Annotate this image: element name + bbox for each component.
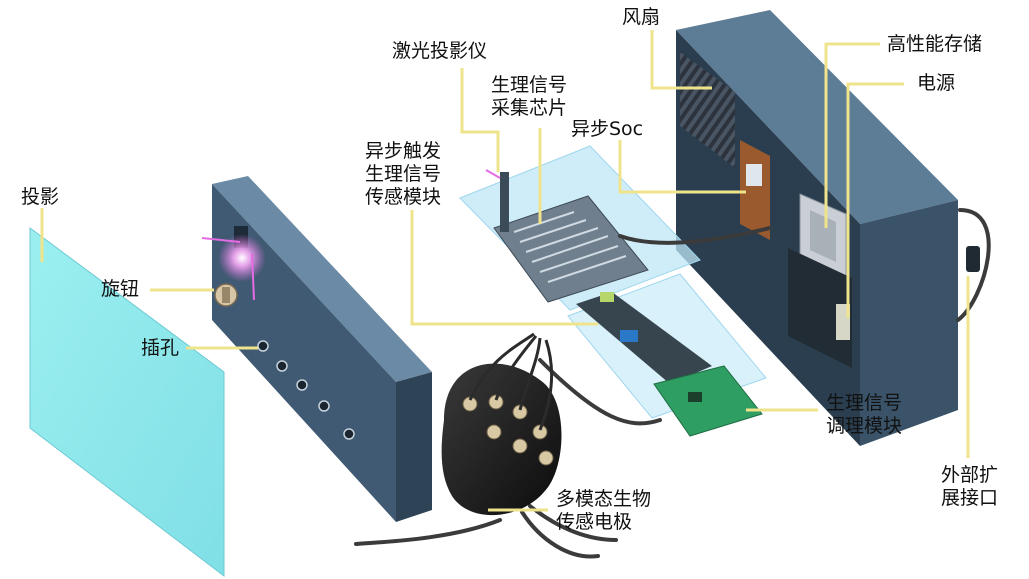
laser-projector-icon [485,169,509,232]
label-storage: 高性能存储 [887,33,983,55]
pcb-board-icon [653,365,763,437]
label-projection: 投影 [21,186,60,208]
label-power: 电源 [917,72,956,94]
jack-icons [257,340,355,440]
label-knob: 旋钮 [101,278,140,300]
acquisition-chip-icon [493,195,649,303]
label-async-module: 异步触发生理信号传感模块 [365,140,442,208]
soc-board-icon [740,140,770,240]
eeg-cap-icon [441,332,562,516]
label-laser-projector: 激光投影仪 [392,40,488,62]
label-conditioning-module: 生理信号调理模块 [826,392,903,437]
main-box-icon [676,10,958,446]
label-fan: 风扇 [622,6,661,28]
async-module-icon [576,292,712,384]
label-electrodes: 多模态生物传感电极 [556,488,652,533]
projector-box-icon [201,176,432,522]
label-async-soc: 异步Soc [571,118,644,140]
projection-screen-icon [29,227,225,578]
label-jack: 插孔 [141,337,180,359]
label-acquisition-chip: 生理信号采集芯片 [491,74,568,119]
fan-icon [680,52,735,168]
external-port-connector-icon[interactable] [966,246,980,272]
leader-lines [40,30,970,512]
label-external-port: 外部扩展接口 [941,464,999,509]
